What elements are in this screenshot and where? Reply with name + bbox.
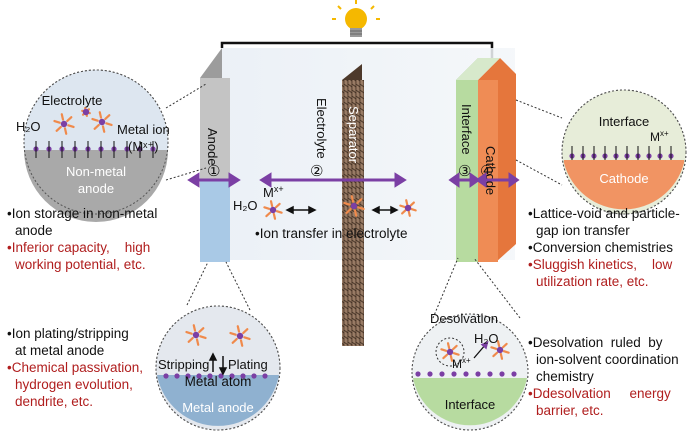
ion-dot	[262, 373, 267, 378]
electrolyte-title: Electrolyte	[42, 93, 103, 108]
note-line: •Ion storage in non-metal	[7, 205, 197, 222]
ion-dot	[251, 373, 256, 378]
nonmetal-anode-notes: •Ion storage in non-metal anode •Inferio…	[7, 205, 197, 273]
note-line: •Ion plating/stripping	[7, 325, 187, 342]
interface-zoom: Interface	[412, 314, 528, 430]
note-line: at metal anode	[7, 342, 187, 359]
desolvation-title: Desolvation	[430, 311, 498, 326]
plating-label: Plating	[228, 357, 268, 372]
h2o-label: H₂O	[233, 198, 258, 213]
cathode-substrate-label: Cathode	[599, 171, 648, 186]
nonmetal-anode-label-2: anode	[78, 181, 114, 196]
cathode-zoom: Cathode	[562, 90, 686, 214]
ion-dot	[439, 371, 444, 376]
note-line: working potential, etc.	[7, 256, 197, 273]
note-line: chemistry	[528, 368, 698, 385]
ion-dot	[451, 371, 456, 376]
metal-anode-label: Metal anode	[182, 400, 254, 415]
note-line: •Chemical passivation,	[7, 359, 187, 376]
note-line: anode	[7, 222, 197, 239]
ion-dot	[499, 371, 504, 376]
ion-transfer-caption: •Ion transfer in electrolyte	[255, 226, 408, 241]
note-line: ion-solvent coordination	[528, 351, 698, 368]
note-line: •Inferior capacity, high	[7, 239, 197, 256]
h2o-label: H₂O	[474, 331, 499, 346]
electrolyte-label: Electrolyte	[314, 98, 329, 159]
nonmetal-anode-label-1: Non-metal	[66, 164, 126, 179]
label-number-3: ③	[458, 163, 471, 180]
note-line: gap ion transfer	[528, 222, 698, 239]
ion-dot	[475, 371, 480, 376]
note-line: hydrogen evolution,	[7, 376, 187, 393]
ion-dot	[463, 371, 468, 376]
interface-title: Interface	[599, 114, 650, 129]
anode-label: Anode	[205, 128, 220, 166]
metal-atom-label: Metal atom	[185, 374, 252, 389]
separator-label: Separator	[346, 106, 361, 164]
metal-ion-label: Metal ion	[117, 122, 170, 137]
cathode-notes: •Lattice-void and particle- gap ion tran…	[528, 205, 698, 290]
ion-dot	[427, 371, 432, 376]
label-number-1: ①	[207, 163, 220, 180]
note-line: •Ddesolvation energy	[528, 385, 698, 402]
interface-substrate-label: Interface	[445, 397, 496, 412]
metal-ion-formula: (Mˣ⁺)	[128, 139, 159, 154]
note-line: •Conversion chemistries	[528, 239, 698, 256]
h2o-label: H₂O	[16, 119, 41, 134]
note-line: •Lattice-void and particle-	[528, 205, 698, 222]
note-line: •Desolvation ruled by	[528, 334, 698, 351]
light-bulb-icon	[332, 0, 380, 37]
note-line: •Sluggish kinetics, low	[528, 256, 698, 273]
note-line: barrier, etc.	[528, 402, 698, 419]
ion-dot	[487, 371, 492, 376]
ion-dot	[415, 371, 420, 376]
ion-dot	[511, 371, 516, 376]
anode-bottom	[200, 180, 230, 262]
note-line: utilization rate, etc.	[528, 273, 698, 290]
interface-label: Interface	[459, 104, 474, 155]
label-number-2: ②	[310, 163, 323, 180]
note-line: dendrite, etc.	[7, 393, 187, 410]
interface-notes: •Desolvation ruled by ion-solvent coordi…	[528, 334, 698, 419]
metal-anode-notes: •Ion plating/stripping at metal anode •C…	[7, 325, 187, 410]
